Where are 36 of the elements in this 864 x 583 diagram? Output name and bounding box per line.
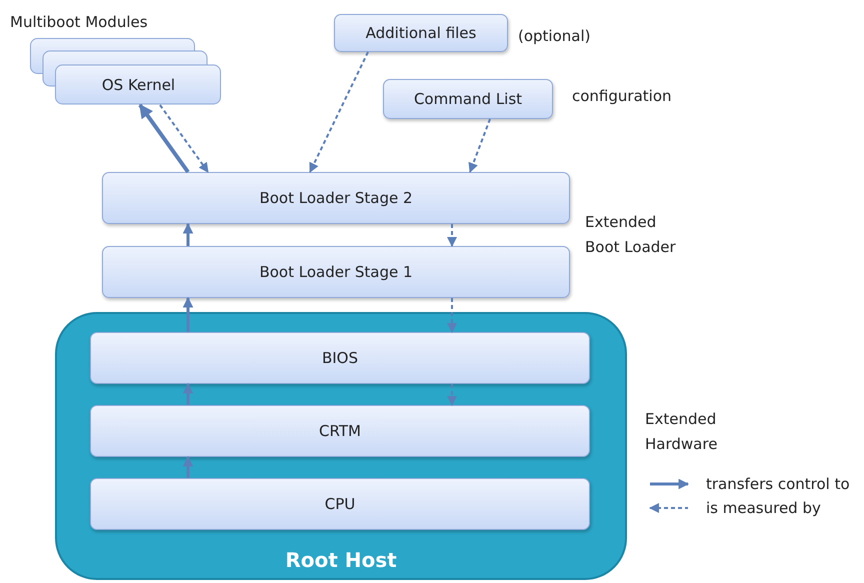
arrow <box>447 298 457 333</box>
group-label: Extended Boot Loader <box>585 212 677 258</box>
component-box <box>102 246 570 298</box>
group-label: Multiboot Modules <box>10 12 148 33</box>
arrow <box>447 224 457 247</box>
box-label: OS Kernel <box>100 75 176 96</box>
arrow <box>182 382 194 405</box>
box-label: Command List <box>414 90 522 108</box>
component-box <box>334 14 508 52</box>
arrow <box>182 296 194 332</box>
group-label: Extended Hardware <box>645 409 718 455</box>
legend-label: is measured by <box>706 498 821 519</box>
component-box <box>90 332 590 384</box>
box-label: Boot Loader Stage 2 <box>259 189 413 207</box>
side-note: configuration <box>572 86 672 107</box>
box-label: CRTM <box>319 422 361 440</box>
box-label: Additional files <box>366 24 476 42</box>
arrow <box>182 456 194 478</box>
component-box <box>383 79 553 119</box>
legend-label: transfers control to <box>706 474 850 495</box>
box-label: CPU <box>324 495 356 513</box>
host-panel <box>55 312 627 580</box>
component-box <box>90 405 590 457</box>
arrow <box>447 384 457 406</box>
stacked-cards <box>30 38 222 105</box>
arrow <box>309 52 369 173</box>
side-note: (optional) <box>518 26 590 47</box>
arrow <box>138 104 190 174</box>
arrow <box>182 222 194 246</box>
component-box <box>90 478 590 530</box>
arrow <box>159 104 209 173</box>
arrow <box>468 118 491 173</box>
box-label: BIOS <box>322 349 358 367</box>
box-label: Root Host <box>285 548 397 572</box>
box-label: Boot Loader Stage 1 <box>259 263 413 281</box>
component-box <box>102 172 570 224</box>
